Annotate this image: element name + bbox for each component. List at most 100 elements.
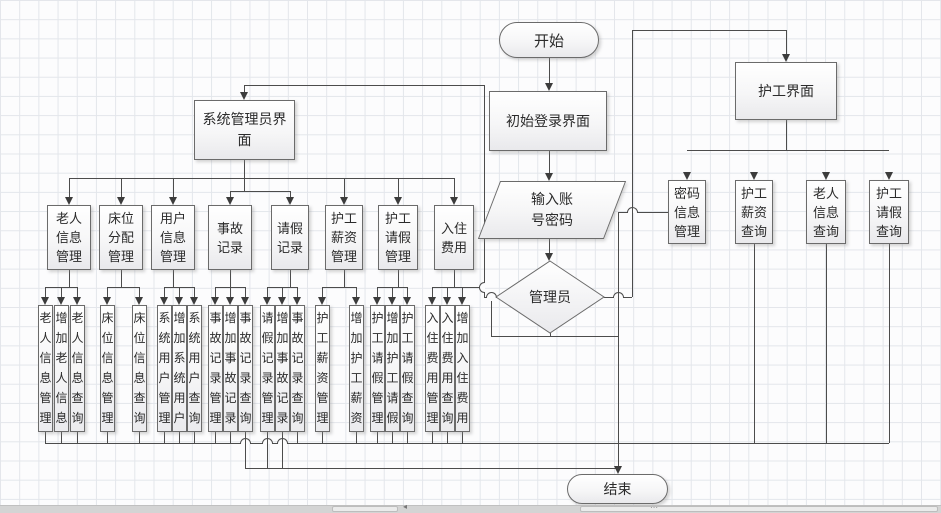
leaf-box[interactable]: 增加事故记录 <box>223 305 238 432</box>
connector-line <box>549 58 550 83</box>
connector-line <box>267 287 268 297</box>
leaf-box[interactable]: 事故记录查询 <box>290 305 305 432</box>
arrowhead-icon <box>169 197 177 209</box>
worker-module-box[interactable]: 老人信息查询 <box>806 180 846 244</box>
arrowhead-icon <box>240 92 248 104</box>
decision-diamond[interactable]: 管理员 <box>494 259 606 335</box>
connector-line <box>244 160 245 178</box>
leaf-box[interactable]: 增加事故记录 <box>275 305 290 432</box>
page-tab-area[interactable] <box>332 506 398 512</box>
connector-line <box>282 432 283 468</box>
input-parallelogram[interactable]: 输入账号密码 <box>477 181 627 239</box>
leaf-box[interactable]: 增加护工请假 <box>385 305 400 432</box>
leaf-box[interactable]: 请假记录管理 <box>260 305 275 432</box>
arrowhead-icon <box>226 197 234 209</box>
connector-line <box>447 287 448 297</box>
connector-line <box>491 336 618 337</box>
worker-module-box[interactable]: 护工请假查询 <box>869 180 909 244</box>
connector-line <box>194 432 195 443</box>
leaf-box[interactable]: 入住费用管理 <box>425 305 440 432</box>
worker-module-box[interactable]: 密码信息管理 <box>668 180 706 244</box>
login-step-box[interactable]: 初始登录界面 <box>489 91 607 151</box>
worker-interface-box[interactable]: 护工界面 <box>735 62 837 120</box>
decision-label: 管理员 <box>529 289 571 305</box>
connector-line <box>344 178 345 197</box>
connector-line <box>245 468 618 469</box>
leaf-box[interactable]: 老人信息查询 <box>70 305 85 432</box>
leaf-box[interactable]: 入住费用查询 <box>440 305 455 432</box>
connector-line <box>107 287 108 297</box>
arrowhead-icon <box>545 83 553 95</box>
horizontal-scrollbar[interactable] <box>0 505 941 513</box>
admin-interface-box[interactable]: 系统管理员界面 <box>194 100 295 160</box>
arrowhead-icon <box>57 297 65 309</box>
worker-module-box[interactable]: 护工薪资查询 <box>735 180 773 244</box>
connector-line <box>179 432 180 443</box>
connector-line <box>230 191 231 197</box>
connector-line <box>244 85 484 86</box>
connector-line <box>139 432 140 443</box>
module-box[interactable]: 请假记录 <box>271 205 309 270</box>
arrowhead-icon <box>545 173 553 185</box>
line-jump-icon <box>486 292 497 298</box>
arrowhead-icon <box>443 297 451 309</box>
connector-line <box>61 287 62 297</box>
connector-line <box>687 150 889 151</box>
connector-line <box>139 287 140 297</box>
leaf-box[interactable]: 事故记录查询 <box>238 305 253 432</box>
leaf-box[interactable]: 护工请假管理 <box>370 305 385 432</box>
module-box[interactable]: 老人信息管理 <box>47 205 91 270</box>
connector-line <box>454 178 455 197</box>
arrowhead-icon <box>318 297 326 309</box>
connector-line <box>618 212 619 466</box>
connector-line <box>491 301 492 336</box>
connector-line <box>754 244 755 443</box>
start-terminator[interactable]: 开始 <box>499 22 599 58</box>
connector-line <box>45 443 889 444</box>
connector-line <box>107 432 108 443</box>
leaf-box[interactable]: 增加系统用户 <box>172 305 187 432</box>
connector-line <box>322 432 323 443</box>
leaf-box[interactable]: 护工薪资管理 <box>315 305 330 432</box>
leaf-box[interactable]: 增加护工薪资 <box>349 305 364 432</box>
connector-line <box>398 270 399 287</box>
leaf-box[interactable]: 系统用户查询 <box>187 305 202 432</box>
connector-line <box>77 287 78 297</box>
connector-line <box>344 270 345 287</box>
leaf-box[interactable]: 护工请假查询 <box>400 305 415 432</box>
leaf-box[interactable]: 事故记录管理 <box>208 305 223 432</box>
connector-line <box>194 287 195 297</box>
scrollbar-thumb[interactable] <box>580 506 938 512</box>
connector-line <box>432 287 433 297</box>
module-box[interactable]: 床位分配管理 <box>99 205 143 270</box>
arrowhead-icon <box>286 197 294 209</box>
arrowhead-icon <box>450 197 458 209</box>
arrowhead-icon <box>117 197 125 209</box>
leaf-box[interactable]: 床位信息管理 <box>100 305 115 432</box>
connector-line <box>164 287 165 297</box>
connector-line <box>173 270 174 287</box>
module-box[interactable]: 护工薪资管理 <box>325 205 363 270</box>
leaf-box[interactable]: 系统用户管理 <box>157 305 172 432</box>
arrowhead-icon <box>782 54 790 66</box>
arrowhead-icon <box>278 297 286 309</box>
arrowhead-icon <box>160 297 168 309</box>
end-terminator[interactable]: 结束 <box>567 474 668 504</box>
module-box[interactable]: 事故记录 <box>208 205 252 270</box>
connector-line <box>432 287 484 288</box>
connector-line <box>215 432 216 443</box>
connector-line <box>45 287 46 297</box>
leaf-box[interactable]: 老人信息管理 <box>38 305 53 432</box>
arrowhead-icon <box>403 297 411 309</box>
leaf-box[interactable]: 增加老人信息 <box>54 305 69 432</box>
connector-line <box>297 287 298 297</box>
leaf-box[interactable]: 床位信息查询 <box>132 305 147 432</box>
connector-line <box>69 178 454 179</box>
arrowhead-icon <box>73 297 81 309</box>
connector-line <box>290 191 291 197</box>
leaf-box[interactable]: 增加入住费用 <box>455 305 470 432</box>
pane-splitter-icon[interactable]: ◂ <box>403 502 409 511</box>
module-box[interactable]: 入住费用 <box>434 205 474 270</box>
module-box[interactable]: 护工请假管理 <box>378 205 418 270</box>
module-box[interactable]: 用户信息管理 <box>151 205 195 270</box>
